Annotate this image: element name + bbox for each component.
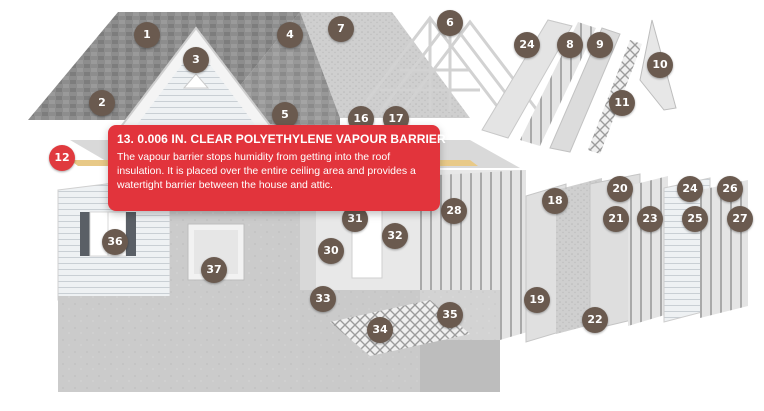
marker-21[interactable]: 21 <box>603 206 629 232</box>
floor-joists <box>330 300 470 356</box>
marker-24-wall[interactable]: 24 <box>677 176 703 202</box>
tooltip-title: 13. 0.006 IN. CLEAR POLYETHYLENE VAPOUR … <box>117 132 446 146</box>
marker-30[interactable]: 30 <box>318 238 344 264</box>
front-gable <box>117 26 275 129</box>
marker-28[interactable]: 28 <box>441 198 467 224</box>
marker-12[interactable]: 12 <box>49 145 75 171</box>
marker-18[interactable]: 18 <box>542 188 568 214</box>
marker-8[interactable]: 8 <box>557 32 583 58</box>
marker-33[interactable]: 33 <box>310 286 336 312</box>
marker-35[interactable]: 35 <box>437 302 463 328</box>
marker-9[interactable]: 9 <box>587 32 613 58</box>
marker-2[interactable]: 2 <box>89 90 115 116</box>
roof-panel-9 <box>549 27 621 153</box>
marker-25[interactable]: 25 <box>682 206 708 232</box>
marker-6[interactable]: 6 <box>437 10 463 36</box>
marker-26[interactable]: 26 <box>717 176 743 202</box>
marker-11[interactable]: 11 <box>609 90 635 116</box>
marker-19[interactable]: 19 <box>524 287 550 313</box>
marker-5[interactable]: 5 <box>272 102 298 128</box>
marker-32[interactable]: 32 <box>382 223 408 249</box>
marker-27[interactable]: 27 <box>727 206 753 232</box>
marker-23[interactable]: 23 <box>637 206 663 232</box>
marker-36[interactable]: 36 <box>102 229 128 255</box>
tooltip-description: The vapour barrier stops humidity from g… <box>117 151 416 191</box>
marker-3[interactable]: 3 <box>183 47 209 73</box>
marker-20[interactable]: 20 <box>607 176 633 202</box>
marker-37[interactable]: 37 <box>201 257 227 283</box>
marker-24-roof[interactable]: 24 <box>514 32 540 58</box>
info-tooltip: 13. 0.006 IN. CLEAR POLYETHYLENE VAPOUR … <box>108 125 446 211</box>
marker-22[interactable]: 22 <box>582 307 608 333</box>
marker-34[interactable]: 34 <box>367 317 393 343</box>
marker-7[interactable]: 7 <box>328 16 354 42</box>
marker-4[interactable]: 4 <box>277 22 303 48</box>
marker-1[interactable]: 1 <box>134 22 160 48</box>
marker-10[interactable]: 10 <box>647 52 673 78</box>
